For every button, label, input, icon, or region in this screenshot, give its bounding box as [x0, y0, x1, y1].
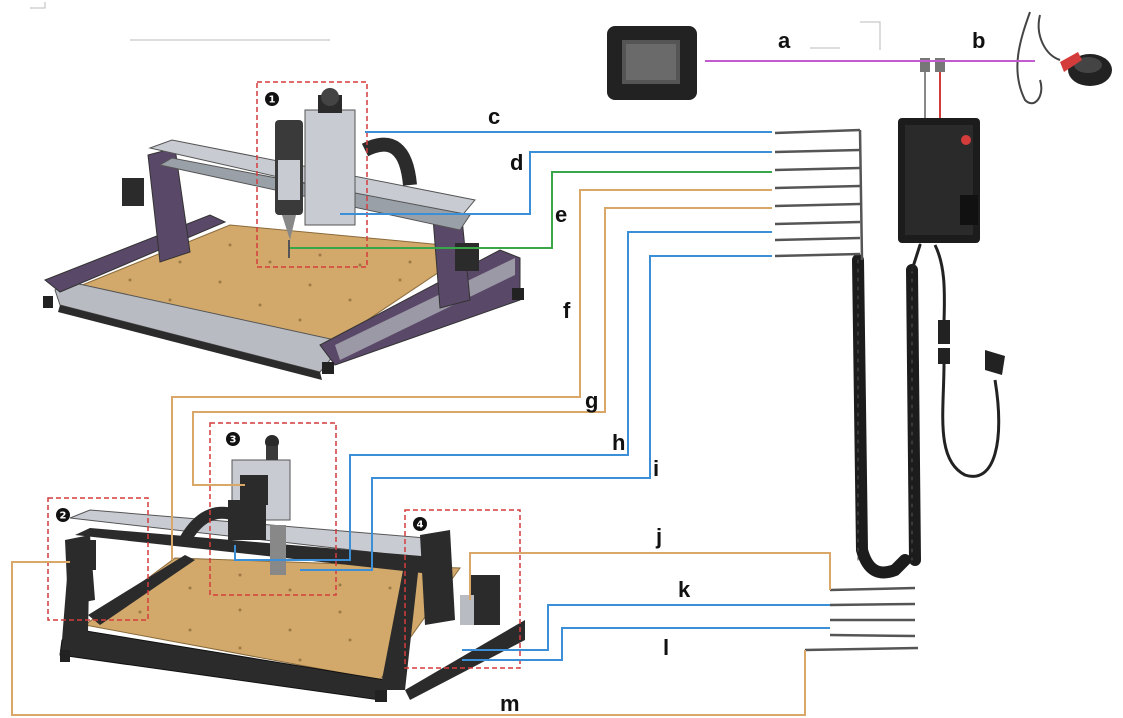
wire-label-d: d [510, 150, 523, 175]
bottom-y-motor-left [70, 540, 96, 570]
wire-e [290, 171, 772, 249]
svg-text:4: 4 [417, 520, 424, 531]
touch-probe-icon [1016, 11, 1112, 105]
wire-label-b: b [972, 28, 985, 53]
wire-label-j: j [655, 524, 662, 549]
wire-f [171, 189, 772, 560]
wire-label-f: f [563, 298, 571, 323]
wire-j [469, 552, 831, 600]
bottom-gantry-right-plate [420, 530, 455, 625]
z-axis-module-highlight-box [209, 422, 337, 596]
svg-text:3: 3 [230, 435, 237, 446]
wire-label-c: c [488, 104, 500, 129]
top-cnc-machine [43, 88, 524, 380]
wire-label-h: h [612, 430, 625, 455]
wire-label-i: i [653, 456, 659, 481]
background-guides [30, 2, 881, 50]
bottom-cnc-machine [59, 435, 525, 702]
right-y-motor-highlight-box [404, 509, 521, 669]
spindle-module-highlight-box [256, 81, 368, 268]
top-cable-drag [361, 137, 417, 186]
wire-m [11, 561, 806, 716]
top-y-motor-left [122, 178, 144, 206]
svg-text:2: 2 [60, 511, 67, 522]
bottom-y-motor-right [470, 575, 500, 625]
wire-label-m: m [500, 691, 520, 716]
left-y-motor-callout: 2 [56, 508, 70, 522]
control-box-icon [898, 58, 980, 243]
wire-label-a: a [778, 28, 791, 53]
wire-label-l: l [663, 635, 669, 660]
wire-k [462, 604, 830, 651]
power-plug-icon [933, 244, 1005, 478]
wire-i [300, 255, 772, 571]
wire-g [192, 207, 772, 486]
left-y-motor-highlight-box [47, 497, 149, 621]
wire-d [340, 151, 772, 215]
z-axis-module-callout: 3 [226, 432, 240, 446]
handheld-controller-icon [607, 26, 697, 100]
bottom-cable-bundle [804, 586, 919, 652]
svg-text:1: 1 [269, 95, 276, 106]
wire-label-e: e [555, 202, 567, 227]
top-cable-bundle [774, 128, 864, 261]
wire-label-g: g [585, 388, 598, 413]
wire-h [234, 231, 772, 561]
wire-label-k: k [678, 577, 691, 602]
cable-chain-icon [852, 243, 922, 579]
spindle-module-callout: 1 [265, 92, 279, 106]
wire-l [462, 627, 830, 661]
bottom-right-rail [380, 555, 420, 690]
right-y-motor-callout: 4 [413, 517, 427, 531]
